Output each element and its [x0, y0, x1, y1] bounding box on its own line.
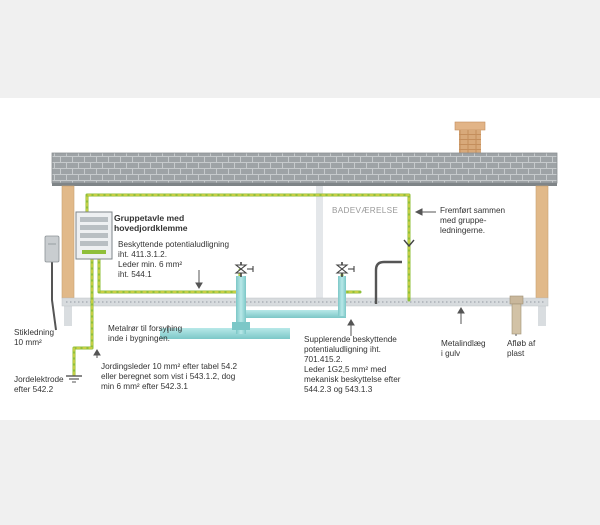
panel-title: Gruppetavle med — [114, 213, 184, 223]
bonding-conductors — [72, 193, 411, 377]
floor-insert-label: i gulv — [441, 349, 461, 358]
drain-label: Afløb af — [507, 339, 536, 348]
bathroom-partition — [316, 186, 323, 298]
pointer-arrows — [93, 208, 517, 358]
bonding-label: iht. 411.3.1.2. — [118, 250, 167, 259]
valve-icon — [234, 262, 254, 277]
supplementary-bonding-label: mekanisk beskyttelse efter — [304, 375, 401, 384]
earth-conductor-label: min 6 mm² efter 542.3.1 — [101, 382, 188, 391]
supplementary-bonding-label: potentialudligning iht. — [304, 345, 381, 354]
bonding-label: iht. 544.1 — [118, 270, 152, 279]
water-supply-pipe — [160, 276, 346, 339]
bonding-label: Beskyttende potentialudligning — [118, 240, 230, 249]
service-cable — [51, 262, 57, 331]
left-foundation — [64, 306, 72, 326]
chimney — [454, 121, 486, 154]
earth-conductor-label: Jordingsleder 10 mm² efter tabel 54.2 — [101, 362, 238, 371]
service-cable-label: 10 mm² — [14, 338, 42, 347]
panel-title-2: hovedjordklemme — [114, 223, 188, 233]
supplementary-bonding-label: Supplerende beskyttende — [304, 335, 397, 344]
bathroom-drain-connection — [374, 260, 402, 304]
left-wall-post — [61, 185, 75, 299]
metal-pipe-label: inde i bygningen. — [108, 334, 170, 343]
roof — [51, 152, 558, 186]
routed-label: med gruppe- — [440, 216, 487, 225]
earth-electrode-label: Jordelektrode — [14, 375, 64, 384]
clamp-icon — [403, 239, 415, 248]
drain-label: plast — [507, 349, 525, 358]
right-foundation — [538, 306, 546, 326]
right-wall-post — [535, 185, 549, 299]
floor-slab — [61, 297, 549, 307]
metal-pipe-label: Metalrør til forsyning — [108, 324, 183, 333]
supplementary-bonding-label: 701.415.2. — [304, 355, 343, 364]
service-cable-label: Stikledning — [14, 328, 55, 337]
plastic-drain — [509, 295, 524, 335]
supplementary-bonding-label: 544.2.3 og 543.1.3 — [304, 385, 373, 394]
routed-label: Fremført sammen — [440, 206, 505, 215]
meter-box — [44, 235, 60, 263]
distribution-panel — [75, 211, 113, 260]
routed-label: ledningerne. — [440, 226, 485, 235]
bonding-label: Leder min. 6 mm² — [118, 260, 182, 269]
floor-insert-label: Metalindlæg — [441, 339, 486, 348]
earth-electrode — [66, 375, 82, 383]
supplementary-bonding-label: Leder 1G2,5 mm² med — [304, 365, 387, 374]
earth-electrode-label: efter 542.2 — [14, 385, 54, 394]
valve-icon — [335, 262, 355, 277]
earth-conductor-label: eller beregnet som vist i 543.1.2, dog — [101, 372, 236, 381]
bathroom-label: BADEVÆRELSE — [332, 206, 398, 215]
